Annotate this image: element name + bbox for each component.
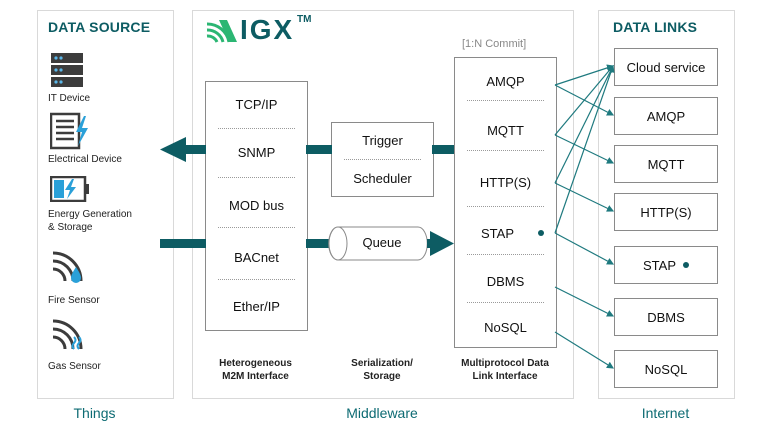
m2m-protocol: BACnet (234, 250, 279, 265)
link-target-label: HTTP(S) (640, 204, 692, 220)
divider (467, 302, 544, 303)
link-target-cloud: Cloud service (614, 48, 718, 86)
scheduler-label: Scheduler (353, 171, 412, 186)
m2m-interface-label: Heterogeneous M2M Interface (219, 358, 292, 382)
link-interface-label: Multiprotocol Data Link Interface (461, 358, 549, 382)
device-label-energy: Energy Generation & Storage (48, 209, 132, 233)
divider (467, 100, 544, 101)
link-target-label: AMQP (646, 108, 686, 124)
igx-trademark: TM (297, 14, 312, 25)
divider (467, 206, 544, 207)
link-protocol: NoSQL (484, 320, 527, 335)
device-label-it: IT Device (48, 93, 91, 104)
link-protocol: HTTP(S) (479, 175, 532, 190)
link-target-https: HTTP(S) (614, 193, 718, 231)
link-target-mqtt: MQTT (614, 145, 718, 183)
link-target-nosql: NoSQL (614, 350, 718, 388)
electrical-panel-icon (50, 112, 88, 150)
divider (218, 128, 295, 129)
link-target-label: STAP (643, 257, 676, 273)
divider (218, 227, 295, 228)
serialization-label: Serialization/ Storage (351, 358, 413, 382)
m2m-protocol: Ether/IP (233, 299, 280, 314)
igx-logo-text: IGX (240, 14, 295, 45)
battery-icon (50, 176, 89, 202)
divider (467, 254, 544, 255)
divider (218, 279, 295, 280)
m2m-protocol: SNMP (237, 145, 276, 160)
link-protocol: STAP (481, 226, 514, 241)
device-label-gas: Gas Sensor (48, 361, 101, 372)
link-target-stap: STAP (614, 246, 718, 284)
m2m-protocol: TCP/IP (235, 97, 278, 112)
trigger-label: Trigger (362, 133, 403, 148)
link-target-label: Cloud service (626, 59, 706, 75)
device-label-electrical: Electrical Device (48, 154, 122, 165)
link-protocol: MQTT (487, 123, 524, 138)
data-links-title: DATA LINKS (613, 19, 698, 35)
link-protocol: AMQP (486, 74, 525, 89)
stap-dot-icon (683, 262, 689, 268)
link-protocol: DBMS (486, 274, 525, 289)
link-target-label: MQTT (647, 156, 685, 172)
divider (344, 159, 421, 160)
m2m-protocol: MOD bus (229, 198, 284, 213)
device-label-fire: Fire Sensor (48, 295, 100, 306)
trigger-scheduler-box: Trigger Scheduler (331, 122, 434, 197)
m2m-interface-box: TCP/IP SNMP MOD bus BACnet Ether/IP (205, 81, 308, 331)
things-caption: Things (73, 405, 116, 421)
queue-label: Queue (362, 235, 402, 250)
gas-sensor-icon (52, 319, 83, 350)
link-target-dbms: DBMS (614, 298, 718, 336)
link-target-amqp: AMQP (614, 97, 718, 135)
divider (467, 150, 544, 151)
link-target-label: DBMS (647, 309, 685, 325)
middleware-caption: Middleware (346, 405, 418, 421)
server-icon (51, 53, 83, 87)
fire-sensor-icon (52, 251, 83, 283)
divider (218, 177, 295, 178)
commit-label: [1:N Commit] (462, 38, 527, 50)
data-source-title: DATA SOURCE (48, 19, 151, 35)
internet-caption: Internet (641, 405, 690, 421)
link-interface-box: AMQP MQTT HTTP(S) STAP DBMS NoSQL (454, 57, 557, 348)
igx-logo-icon (206, 20, 237, 43)
link-target-label: NoSQL (644, 361, 688, 377)
